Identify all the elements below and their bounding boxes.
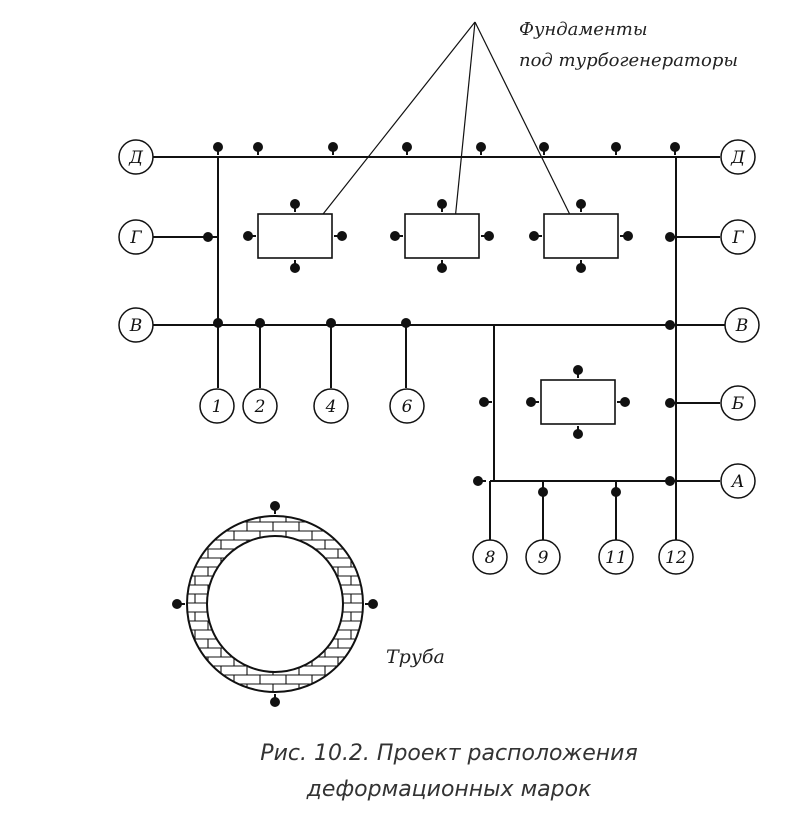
deformation-mark	[269, 500, 281, 515]
figure-caption-line1: Рис. 10.2. Проект расположения	[260, 741, 637, 766]
foundation-3	[543, 213, 619, 259]
svg-text:В: В	[735, 316, 749, 336]
deformation-mark	[610, 141, 622, 156]
pipe-inner-wall	[206, 535, 344, 673]
column-axis-9: 9	[525, 539, 561, 575]
svg-text:9: 9	[538, 548, 549, 568]
deformation-mark	[616, 396, 631, 408]
svg-text:В: В	[129, 316, 143, 336]
leader-line	[311, 21, 476, 229]
deformation-mark	[171, 598, 186, 610]
svg-text:6: 6	[402, 397, 413, 417]
row-axis-A-right: А	[720, 463, 756, 499]
deformation-mark	[525, 396, 540, 408]
deformation-mark	[202, 231, 217, 243]
deformation-mark	[327, 141, 339, 156]
foundation-2	[404, 213, 480, 259]
svg-text:Д: Д	[128, 148, 144, 168]
deformation-mark	[528, 230, 543, 242]
foundations	[257, 213, 619, 425]
deformation-mark	[575, 259, 587, 274]
leader-line	[474, 21, 579, 232]
deformation-mark	[669, 141, 681, 156]
deformation-mark	[572, 425, 584, 440]
svg-text:4: 4	[325, 397, 337, 417]
deformation-mark	[289, 198, 301, 213]
row-axis-D-right: Д	[720, 139, 756, 175]
svg-text:8: 8	[485, 548, 496, 568]
deformation-mark	[537, 483, 549, 498]
deformation-mark	[436, 259, 448, 274]
deformation-mark	[572, 364, 584, 379]
svg-text:Д: Д	[730, 148, 746, 168]
deformation-mark	[400, 317, 412, 332]
deformation-mark	[436, 198, 448, 213]
deformation-mark	[212, 317, 224, 332]
svg-text:А: А	[731, 472, 745, 492]
deformation-mark	[610, 483, 622, 498]
deformation-mark	[619, 230, 634, 242]
deformation-mark	[538, 141, 550, 156]
pipe-label: Труба	[386, 646, 445, 668]
deformation-mark	[389, 230, 404, 242]
building-grid	[153, 156, 725, 540]
foundations-label-line1: Фундаменты	[519, 19, 648, 40]
row-axis-G-left: Г	[118, 219, 154, 255]
deformation-mark	[252, 141, 264, 156]
deformation-mark	[475, 141, 487, 156]
svg-text:12: 12	[665, 548, 687, 568]
row-axis-G-right: Г	[720, 219, 756, 255]
row-axis-D-left: Д	[118, 139, 154, 175]
row-axis-V-right: В	[724, 307, 760, 343]
column-axis-2: 2	[242, 388, 278, 424]
svg-text:Г: Г	[129, 228, 142, 248]
column-axis-4: 4	[313, 388, 349, 424]
svg-text:Г: Г	[731, 228, 744, 248]
foundation-4	[540, 379, 616, 425]
deformation-mark	[212, 141, 224, 156]
column-axis-6: 6	[389, 388, 425, 424]
deformation-mark	[478, 396, 493, 408]
column-axis-markers: 1 2 4 6 8 9 11 12	[199, 388, 694, 575]
figure-caption-line2: деформационных марок	[306, 777, 592, 802]
deformation-mark	[480, 230, 495, 242]
deformation-mark	[254, 317, 266, 332]
deformation-mark	[401, 141, 413, 156]
deformation-marks	[202, 141, 681, 498]
deformation-mark	[472, 475, 487, 487]
deformation-mark	[269, 693, 281, 708]
column-axis-11: 11	[598, 539, 634, 575]
foundations-label-line2: под турбогенераторы	[519, 50, 738, 71]
row-axis-markers: Д Д Г Г В В Б А	[118, 139, 760, 499]
deformation-mark	[364, 598, 379, 610]
deformation-mark	[325, 317, 337, 332]
column-axis-8: 8	[472, 539, 508, 575]
column-axis-1: 1	[199, 388, 235, 424]
svg-text:Б: Б	[731, 394, 745, 414]
column-axis-12: 12	[658, 539, 694, 575]
deformation-mark	[289, 259, 301, 274]
foundation-1	[257, 213, 333, 259]
pipe	[171, 500, 379, 708]
leader-line	[453, 21, 476, 231]
deformation-mark	[575, 198, 587, 213]
deformation-mark	[242, 230, 257, 242]
row-axis-B-right: Б	[720, 385, 756, 421]
svg-text:1: 1	[212, 397, 223, 417]
deformation-mark	[333, 230, 348, 242]
leader-lines	[311, 21, 579, 232]
svg-text:11: 11	[605, 548, 627, 568]
row-axis-V-left: В	[118, 307, 154, 343]
svg-text:2: 2	[254, 397, 266, 417]
